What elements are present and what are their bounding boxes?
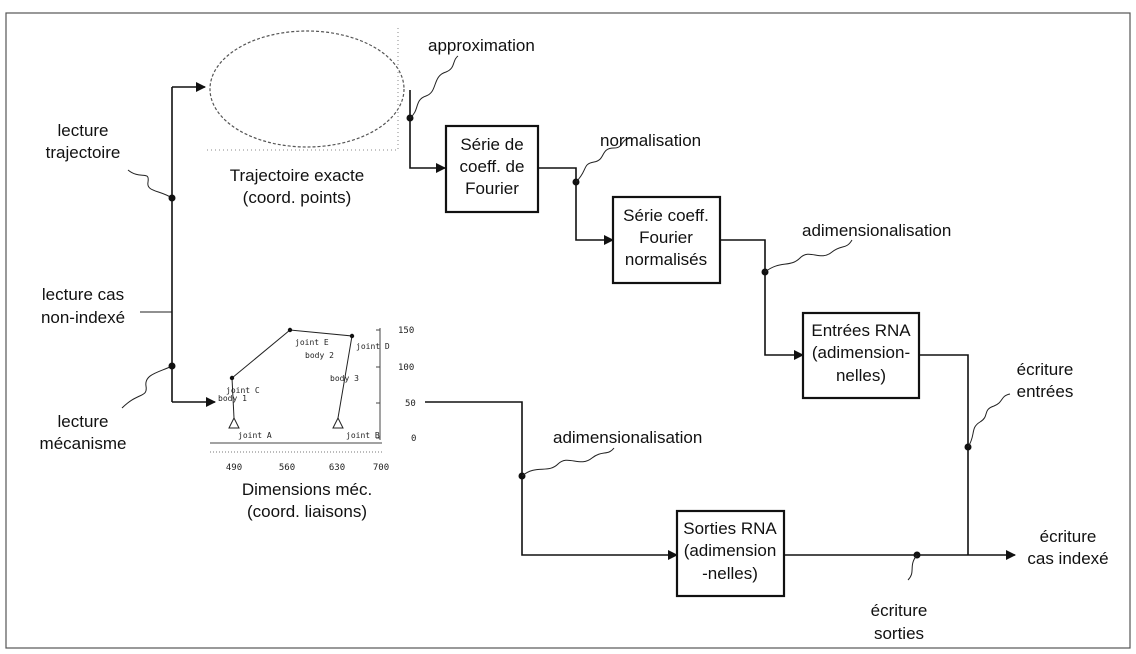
svg-text:Fourier: Fourier xyxy=(465,179,519,198)
svg-text:(adimension: (adimension xyxy=(684,541,777,560)
box-serie-normalises: Série coeff. Fourier normalisés xyxy=(611,195,722,285)
label-ecriture-cas: écriture cas indexé xyxy=(1027,527,1108,568)
label-adim-bottom: adimensionalisation xyxy=(553,428,702,447)
svg-text:écriture: écriture xyxy=(1040,527,1097,546)
leader-lecture-mecanisme xyxy=(121,365,173,409)
svg-text:(adimension-: (adimension- xyxy=(812,343,910,362)
svg-text:cas indexé: cas indexé xyxy=(1027,549,1108,568)
svg-text:lecture cas: lecture cas xyxy=(42,285,124,304)
svg-text:mécanisme: mécanisme xyxy=(40,434,127,453)
svg-text:écriture: écriture xyxy=(871,601,928,620)
junction-mecanisme xyxy=(168,362,176,370)
label-adim-top: adimensionalisation xyxy=(802,221,951,240)
arrow-to-sorties xyxy=(425,401,678,560)
svg-text:joint E: joint E xyxy=(295,338,329,347)
label-approximation: approximation xyxy=(428,36,535,55)
svg-text:body 3: body 3 xyxy=(330,374,359,383)
svg-text:630: 630 xyxy=(329,463,345,473)
trajectory-plot xyxy=(207,28,405,151)
svg-text:Série coeff.: Série coeff. xyxy=(623,206,709,225)
arrow-to-serie-norm xyxy=(538,167,614,245)
svg-text:normalisés: normalisés xyxy=(625,250,707,269)
svg-text:Sorties RNA: Sorties RNA xyxy=(683,519,777,538)
svg-text:joint B: joint B xyxy=(346,431,380,440)
junction-trajectoire xyxy=(168,194,176,202)
svg-text:joint A: joint A xyxy=(238,431,272,440)
leader-lecture-trajectoire xyxy=(127,169,173,199)
svg-text:sorties: sorties xyxy=(874,624,924,643)
svg-text:Entrées RNA: Entrées RNA xyxy=(811,321,911,340)
svg-text:non-indexé: non-indexé xyxy=(41,308,125,327)
box-sorties-rna: Sorties RNA (adimension -nelles) xyxy=(675,509,786,598)
svg-text:Dimensions méc.: Dimensions méc. xyxy=(242,480,372,499)
box-serie-fourier: Série de coeff. de Fourier xyxy=(444,124,540,214)
svg-text:Série de: Série de xyxy=(460,135,523,154)
leader-normalisation xyxy=(575,137,631,183)
arrow-to-entrees xyxy=(720,239,804,360)
svg-text:body 2: body 2 xyxy=(305,351,334,360)
svg-text:trajectoire: trajectoire xyxy=(46,143,121,162)
svg-text:lecture: lecture xyxy=(57,412,108,431)
label-lecture-mecanisme: lecture mécanisme xyxy=(40,412,127,453)
svg-text:490: 490 xyxy=(226,463,242,473)
leader-approximation xyxy=(409,55,459,119)
svg-text:560: 560 xyxy=(279,463,295,473)
label-normalisation: normalisation xyxy=(600,131,701,150)
label-lecture-trajectoire: lecture trajectoire xyxy=(46,121,121,162)
mechanism-plot: 150 100 50 0 490 560 630 700 joint E joi… xyxy=(210,326,416,473)
svg-text:(coord. liaisons): (coord. liaisons) xyxy=(247,502,367,521)
leader-adim-bottom xyxy=(521,447,615,477)
label-trajectoire-exacte: Trajectoire exacte (coord. points) xyxy=(230,166,364,207)
svg-text:Trajectoire exacte: Trajectoire exacte xyxy=(230,166,364,185)
box-entrees-rna: Entrées RNA (adimension- nelles) xyxy=(801,311,921,400)
leader-adim-top xyxy=(764,239,853,273)
svg-text:coeff. de: coeff. de xyxy=(460,157,525,176)
svg-text:joint D: joint D xyxy=(356,342,390,351)
line-entrees-to-output xyxy=(919,354,969,555)
label-ecriture-sorties: écriture sorties xyxy=(871,601,928,643)
svg-text:50: 50 xyxy=(405,399,416,409)
svg-text:-nelles): -nelles) xyxy=(702,564,758,583)
label-ecriture-entrees: écriture entrées xyxy=(1017,360,1074,401)
svg-text:entrées: entrées xyxy=(1017,382,1074,401)
svg-text:100: 100 xyxy=(398,363,414,373)
arrow-to-serie-fourier xyxy=(409,90,446,173)
leader-ecriture-sorties xyxy=(907,554,918,581)
label-dimensions-mec: Dimensions méc. (coord. liaisons) xyxy=(242,480,372,521)
svg-text:lecture: lecture xyxy=(57,121,108,140)
svg-text:0: 0 xyxy=(411,434,416,444)
svg-text:écriture: écriture xyxy=(1017,360,1074,379)
svg-text:(coord. points): (coord. points) xyxy=(243,188,352,207)
svg-text:700: 700 xyxy=(373,463,389,473)
svg-text:150: 150 xyxy=(398,326,414,336)
label-lecture-cas: lecture cas non-indexé xyxy=(41,285,125,327)
svg-text:body 1: body 1 xyxy=(218,394,247,403)
leader-ecriture-entrees xyxy=(967,393,1011,448)
diagram-frame xyxy=(5,12,1131,649)
svg-text:nelles): nelles) xyxy=(836,366,886,385)
svg-text:Fourier: Fourier xyxy=(639,228,693,247)
svg-text:joint C: joint C xyxy=(226,386,260,395)
